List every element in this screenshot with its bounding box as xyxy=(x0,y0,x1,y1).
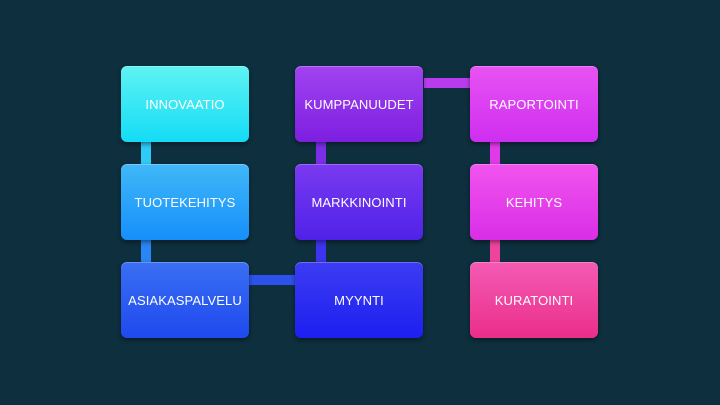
box-label-kuratointi: KURATOINTI xyxy=(494,292,574,308)
box-kumppanuudet[interactable]: KUMPPANUUDET xyxy=(295,66,423,142)
connector-kehitys-kuratointi xyxy=(490,240,500,264)
box-markkinointi[interactable]: MARKKINOINTI xyxy=(295,164,423,240)
connector-kumppanuudet-raportointi xyxy=(424,78,472,88)
box-myynti[interactable]: MYYNTI xyxy=(295,262,423,338)
connector-innovaatio-tuotekehitys xyxy=(141,141,151,165)
box-kehitys[interactable]: KEHITYS xyxy=(470,164,598,240)
box-label-tuotekehitys: TUOTEKEHITYS xyxy=(134,194,236,210)
box-raportointi[interactable]: RAPORTOINTI xyxy=(470,66,598,142)
box-label-kumppanuudet: KUMPPANUUDET xyxy=(304,96,414,112)
box-label-raportointi: RAPORTOINTI xyxy=(489,96,579,112)
connector-markkinointi-myynti xyxy=(316,240,326,264)
box-label-kehitys: KEHITYS xyxy=(505,194,563,210)
box-label-myynti: MYYNTI xyxy=(334,292,384,308)
box-label-markkinointi: MARKKINOINTI xyxy=(311,194,407,210)
box-innovaatio[interactable]: INNOVAATIO xyxy=(121,66,249,142)
box-label-asiakaspalvelu: ASIAKASPALVELU xyxy=(128,292,242,308)
box-asiakaspalvelu[interactable]: ASIAKASPALVELU xyxy=(121,262,249,338)
connector-raportointi-kehitys xyxy=(490,141,500,165)
connector-tuotekehitys-asiakaspalvelu xyxy=(141,240,151,264)
connector-kumppanuudet-markkinointi xyxy=(316,141,326,165)
box-kuratointi[interactable]: KURATOINTI xyxy=(470,262,598,338)
box-tuotekehitys[interactable]: TUOTEKEHITYS xyxy=(121,164,249,240)
connector-asiakaspalvelu-myynti xyxy=(249,275,297,285)
box-label-innovaatio: INNOVAATIO xyxy=(145,96,225,112)
